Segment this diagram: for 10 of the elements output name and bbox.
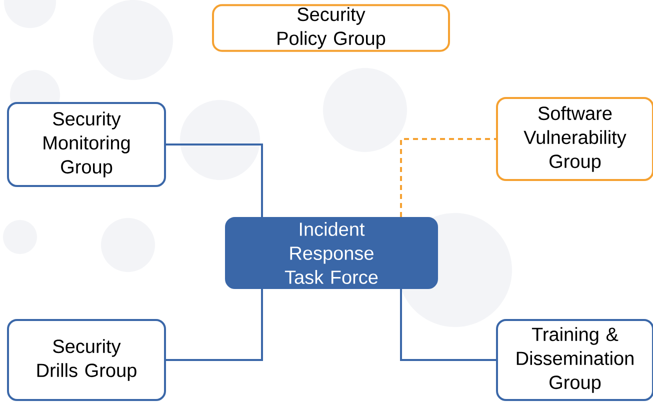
group-box: Training & Dissemination Group: [496, 319, 653, 401]
group-box: Security Drills Group: [7, 319, 166, 401]
task-force-box: Incident Response Task Force: [225, 217, 438, 289]
group-box: Software Vulnerability Group: [496, 97, 653, 181]
connector: [166, 289, 263, 361]
connector: [400, 289, 496, 361]
group-box: Security Monitoring Group: [7, 102, 166, 187]
connector: [400, 138, 496, 217]
connector: [166, 144, 263, 217]
group-box: Security Policy Group: [212, 4, 450, 52]
